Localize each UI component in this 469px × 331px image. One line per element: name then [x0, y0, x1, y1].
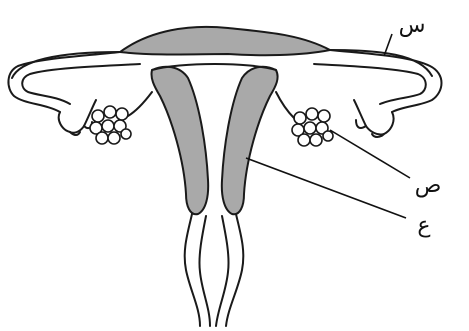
right-fallopian-tube-inner: [314, 64, 426, 104]
uterus-fundus: [120, 27, 330, 55]
vagina-inner-left: [199, 216, 210, 326]
left-ovarian-ligament: [128, 92, 152, 116]
leader-line-sad: [330, 130, 410, 178]
leader-line-ain: [246, 158, 406, 218]
left-fallopian-tube-inner: [22, 64, 140, 104]
label-sin: س: [399, 13, 426, 38]
right-uterine-wall: [222, 67, 278, 215]
right-ovary: [292, 108, 333, 146]
left-uterine-wall: [151, 67, 208, 215]
vagina-left-wall: [185, 214, 200, 326]
right-ovarian-ligament: [276, 92, 294, 118]
label-sad: ص: [415, 173, 442, 198]
label-ain: ع: [417, 213, 430, 238]
right-infundibulum: [354, 100, 394, 135]
left-fallopian-tube: [8, 52, 120, 112]
vagina-inner-right: [216, 216, 229, 326]
left-ovary: [90, 106, 131, 144]
